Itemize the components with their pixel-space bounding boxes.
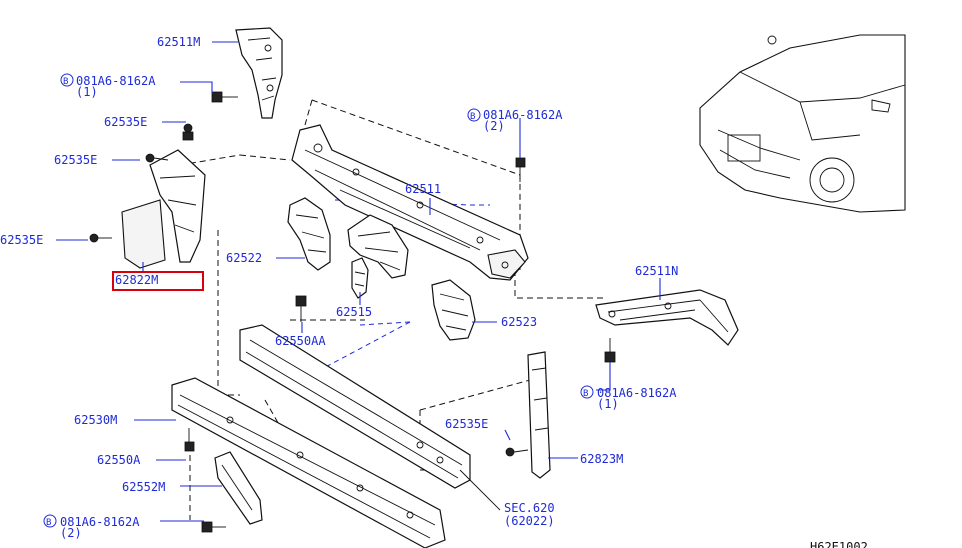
label-62535E-a: 62535E <box>104 115 147 129</box>
label-62550A: 62550A <box>97 453 141 467</box>
label-bolt-top-mid: 081A6-8162A <box>483 108 563 122</box>
bolt-marker-top-left <box>60 73 74 87</box>
label-62511: 62511 <box>405 182 441 196</box>
bolt-marker-bottom <box>43 514 57 528</box>
label-62823M: 62823M <box>580 452 623 466</box>
label-sec-ref: (62022) <box>504 514 555 528</box>
label-62535E-b: 62535E <box>54 153 97 167</box>
label-qty-top-left: (1) <box>76 85 98 99</box>
label-bolt-top-left: 081A6-8162A <box>76 74 156 88</box>
label-62552M: 62552M <box>122 480 165 494</box>
label-62530M: 62530M <box>74 413 117 427</box>
label-sec-620: SEC.620 <box>504 501 555 515</box>
diagram-id: H62E1002 <box>810 540 868 548</box>
label-62550AA: 62550AA <box>275 334 326 348</box>
part-62822M-air-guide <box>121 149 206 269</box>
label-62535E-d: 62535E <box>445 417 488 431</box>
part-62515-bracket <box>351 257 369 299</box>
label-62535E-c: 62535E <box>0 233 43 247</box>
part-62522-bracket <box>287 197 331 271</box>
part-62552M-bracket <box>214 451 263 525</box>
bolt-marker-letter: B <box>46 518 51 528</box>
highlight-box-62822M <box>112 271 204 291</box>
bolt-marker-top-mid <box>467 108 481 122</box>
part-62511M-bracket <box>235 27 283 119</box>
part-62530M-reinforcement <box>171 324 471 548</box>
bolt-marker-letter: B <box>470 112 475 122</box>
label-bolt-right: 081A6-8162A <box>597 386 677 400</box>
part-62823M-air-guide <box>527 351 551 479</box>
label-62511M: 62511M <box>157 35 200 49</box>
fasteners <box>89 91 616 533</box>
bolt-marker-right <box>580 385 594 399</box>
label-qty-bottom: (2) <box>60 526 82 540</box>
bolt-marker-letter: B <box>63 77 68 87</box>
part-hood-latch-bracket <box>347 214 409 279</box>
label-62822M: 62822M <box>115 273 158 287</box>
label-qty-top-mid: (2) <box>483 119 505 133</box>
part-62523-bracket <box>431 279 476 341</box>
label-bolt-bottom: 081A6-8162A <box>60 515 140 529</box>
label-62511N: 62511N <box>635 264 678 278</box>
label-62522: 62522 <box>226 251 262 265</box>
part-62511N-side-member <box>595 289 739 346</box>
leader-lines <box>56 41 661 522</box>
vehicle-thumbnail <box>699 34 906 213</box>
label-qty-right: (1) <box>597 397 619 411</box>
label-62523: 62523 <box>501 315 537 329</box>
label-62515: 62515 <box>336 305 372 319</box>
part-62511-upper-support <box>291 124 529 281</box>
bolt-marker-letter: B <box>583 389 588 399</box>
